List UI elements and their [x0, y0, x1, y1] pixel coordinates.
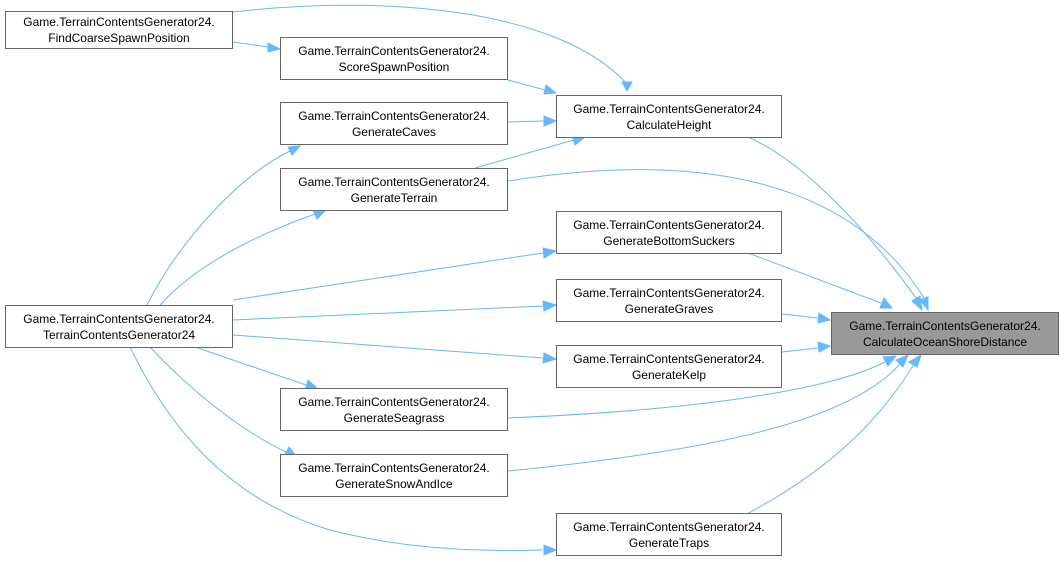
edge-gensnow-focus	[507, 363, 901, 472]
arrow-ctor-genbottom	[542, 247, 558, 259]
node-generate-seagrass[interactable]: Game.TerrainContentsGenerator24. Generat…	[280, 388, 508, 431]
node-label-method: GenerateSeagrass	[343, 410, 445, 425]
edge-findcoarse-calcheight	[232, 4, 628, 85]
edge-ctor-gentraps	[129, 346, 544, 551]
node-label-namespace: Game.TerrainContentsGenerator24.	[573, 101, 765, 116]
node-label-namespace: Game.TerrainContentsGenerator24.	[573, 519, 765, 534]
edge-gencaves-calcheight	[507, 120, 545, 123]
node-label-method: FindCoarseSpawnPosition	[48, 31, 190, 45]
node-label-method: GenerateCaves	[351, 124, 437, 139]
arrow-ctor-gentraps	[543, 544, 558, 556]
edge-genkelp-focus	[781, 347, 819, 353]
node-label-method: ScoreSpawnPosition	[338, 59, 450, 74]
edge-genterrain-focus	[507, 169, 925, 299]
arrow-scorespawn-calcheight	[543, 84, 558, 95]
arrow-ctor-genterrain	[312, 209, 328, 220]
arrow-gencaves-calcheight	[543, 115, 558, 127]
arrow-calcheight-focus	[911, 295, 923, 312]
edge-ctor-gengraves	[232, 305, 544, 321]
node-label-namespace: Game.TerrainContentsGenerator24.	[573, 351, 765, 366]
node-label-namespace: Game.TerrainContentsGenerator24.	[573, 285, 765, 300]
node-label-namespace: Game.TerrainContentsGenerator24.	[573, 217, 765, 232]
node-label-method: GenerateTerrain	[350, 190, 438, 205]
arrow-findcoarse-calcheight	[621, 81, 633, 93]
arrow-genbottom-focus	[879, 297, 894, 309]
node-label-method: GenerateBottomSuckers	[603, 233, 735, 248]
edge-findcoarse-scorespawn	[232, 41, 269, 48]
node-label-method: GenerateGraves	[624, 301, 714, 316]
node-label-method: GenerateSnowAndIce	[335, 476, 453, 491]
arrow-gensnow-focus	[895, 354, 909, 368]
node-find-coarse-spawn-position[interactable]: Game.TerrainContentsGenerator24. FindCoa…	[5, 11, 233, 49]
edge-genbottom-focus	[747, 252, 882, 304]
node-label-method: GenerateTraps	[628, 535, 710, 550]
edge-ctor-genterrain	[159, 213, 316, 306]
node-label-namespace: Game.TerrainContentsGenerator24.	[23, 311, 215, 326]
node-label-namespace: Game.TerrainContentsGenerator24.	[298, 174, 490, 189]
edge-ctor-gensnow	[149, 346, 287, 453]
edge-scorespawn-calcheight	[507, 79, 546, 91]
node-terrain-contents-generator24-constructor[interactable]: Game.TerrainContentsGenerator24. Terrain…	[5, 305, 233, 348]
arrow-genkelp-focus	[817, 341, 832, 353]
node-label-namespace: Game.TerrainContentsGenerator24.	[298, 43, 490, 58]
edge-ctor-genbottom	[232, 252, 544, 301]
node-generate-caves[interactable]: Game.TerrainContentsGenerator24. Generat…	[280, 102, 508, 145]
arrow-findcoarse-scorespawn	[267, 42, 282, 53]
arrow-gentraps-focus	[908, 353, 922, 368]
node-generate-traps[interactable]: Game.TerrainContentsGenerator24. Generat…	[556, 513, 782, 556]
node-label-method: TerrainContentsGenerator24	[42, 327, 196, 342]
arrow-gengraves-focus	[817, 312, 832, 324]
node-score-spawn-position[interactable]: Game.TerrainContentsGenerator24. ScoreSp…	[280, 37, 508, 80]
node-label-namespace: Game.TerrainContentsGenerator24.	[849, 318, 1041, 333]
node-label-method: GenerateKelp	[631, 367, 707, 382]
node-calculate-height[interactable]: Game.TerrainContentsGenerator24. Calcula…	[556, 95, 782, 138]
arrow-ctor-gencaves	[287, 145, 302, 156]
edge-calcheight-focus	[747, 136, 917, 299]
arrow-genterrain-focus	[919, 296, 929, 312]
edge-genterrain-calcheight	[474, 139, 575, 169]
node-generate-snow-and-ice[interactable]: Game.TerrainContentsGenerator24. Generat…	[280, 454, 508, 497]
node-label-namespace: Game.TerrainContentsGenerator24.	[298, 108, 490, 123]
edge-ctor-gencaves	[146, 150, 291, 306]
edge-genseagrass-focus	[507, 361, 886, 419]
arrow-genseagrass-focus	[882, 355, 898, 367]
arrow-ctor-gengraves	[542, 300, 558, 312]
arrow-ctor-genkelp	[542, 352, 558, 364]
edge-gengraves-focus	[781, 313, 819, 319]
node-label-namespace: Game.TerrainContentsGenerator24.	[23, 15, 215, 29]
node-label-namespace: Game.TerrainContentsGenerator24.	[298, 460, 490, 475]
node-label-namespace: Game.TerrainContentsGenerator24.	[298, 394, 490, 409]
edge-ctor-genseagrass	[194, 346, 307, 386]
node-label-method: CalculateHeight	[626, 117, 712, 132]
edge-gentraps-focus	[744, 363, 915, 516]
node-generate-terrain[interactable]: Game.TerrainContentsGenerator24. Generat…	[280, 168, 508, 211]
node-generate-kelp[interactable]: Game.TerrainContentsGenerator24. Generat…	[556, 345, 782, 388]
node-generate-graves[interactable]: Game.TerrainContentsGenerator24. Generat…	[556, 279, 782, 322]
edge-ctor-genkelp	[232, 334, 544, 359]
node-label-method: CalculateOceanShoreDistance	[862, 334, 1028, 349]
node-generate-bottom-suckers[interactable]: Game.TerrainContentsGenerator24. Generat…	[556, 211, 782, 254]
node-calculate-ocean-shore-distance: Game.TerrainContentsGenerator24. Calcula…	[831, 312, 1059, 355]
